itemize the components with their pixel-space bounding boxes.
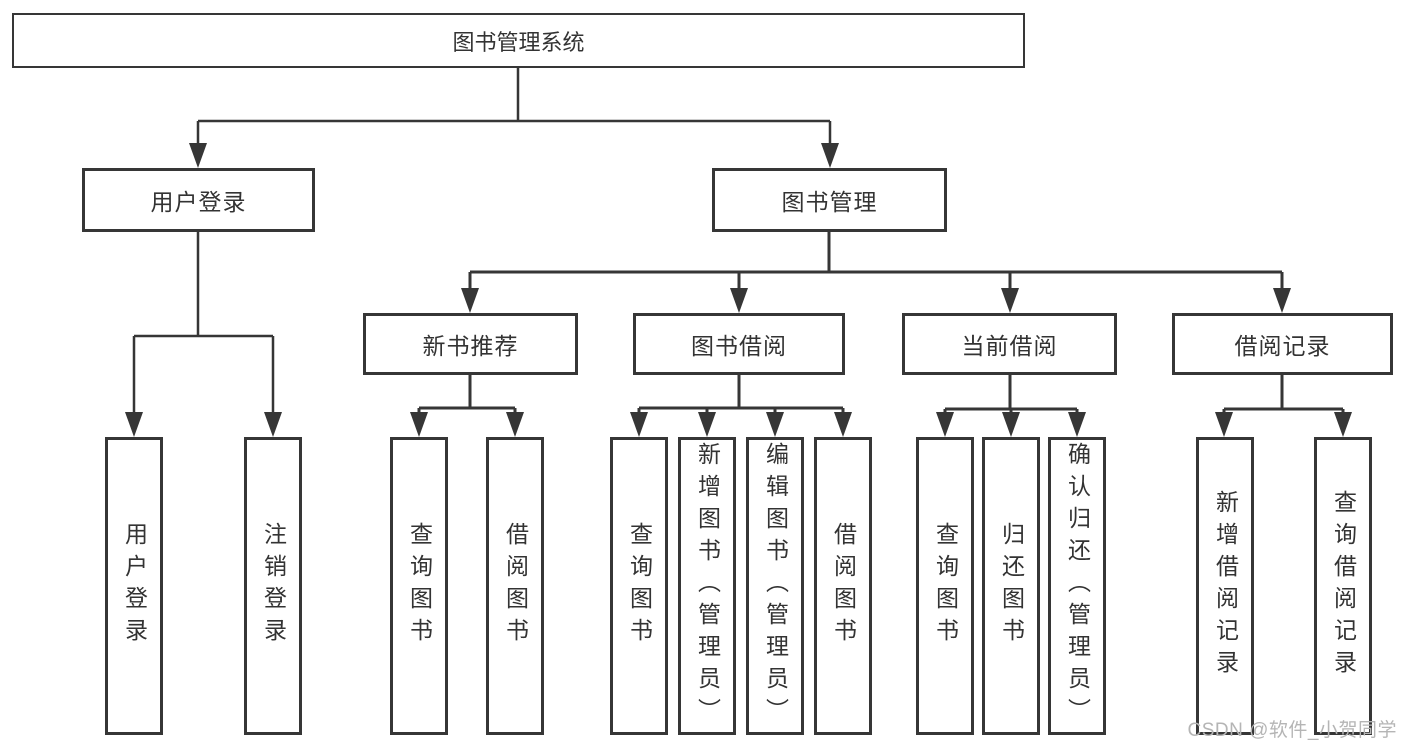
node-label: 图书管理系统 — [452, 29, 585, 55]
arrowhead — [630, 412, 648, 437]
node-book-management: 图书管理 — [712, 168, 947, 232]
leaf-recommend-borrow-books: 借阅图书 — [486, 437, 544, 735]
arrowhead — [1215, 412, 1233, 437]
arrowhead — [1273, 288, 1291, 313]
node-new-book-recommend: 新书推荐 — [363, 313, 578, 375]
arrowhead — [698, 412, 716, 437]
node-borrow-record: 借阅记录 — [1172, 313, 1393, 375]
arrowhead — [1068, 412, 1086, 437]
leaf-current-return-books: 归还图书 — [982, 437, 1040, 735]
leaf-record-add-borrow-record: 新增借阅记录 — [1196, 437, 1254, 735]
arrowhead — [1001, 288, 1019, 313]
leaf-borrow-add-books-admin: 新增图书（管理员） — [678, 437, 736, 735]
leaf-borrow-query-books: 查询图书 — [610, 437, 668, 735]
leaf-label: 注销登录 — [260, 522, 287, 650]
arrowhead — [730, 288, 748, 313]
connector-current-borrow-to-leaves — [936, 375, 1086, 437]
leaf-label: 编辑图书（管理员） — [762, 442, 789, 730]
leaf-borrow-borrow-books: 借阅图书 — [814, 437, 872, 735]
node-label: 图书借阅 — [691, 333, 787, 359]
arrowhead — [189, 143, 207, 168]
leaf-label: 确认归还（管理员） — [1064, 442, 1091, 730]
node-current-borrow: 当前借阅 — [902, 313, 1117, 375]
arrowhead — [461, 288, 479, 313]
leaf-logout: 注销登录 — [244, 437, 302, 735]
csdn-watermark: CSDN @软件_小贺同学 — [1187, 720, 1397, 741]
arrowhead — [936, 412, 954, 437]
connector-new-book-to-leaves — [410, 375, 524, 437]
leaf-borrow-edit-books-admin: 编辑图书（管理员） — [746, 437, 804, 735]
node-root-system: 图书管理系统 — [12, 13, 1025, 68]
node-label: 用户登录 — [150, 189, 247, 215]
leaf-label: 借阅图书 — [502, 522, 529, 650]
leaf-label: 归还图书 — [998, 522, 1025, 650]
connector-book-borrow-to-leaves — [630, 375, 852, 437]
arrowhead — [1002, 412, 1020, 437]
leaf-user-login: 用户登录 — [105, 437, 163, 735]
node-label: 图书管理 — [781, 189, 878, 215]
leaf-label: 新增借阅记录 — [1212, 490, 1239, 682]
arrowhead — [125, 412, 143, 437]
leaf-record-query-borrow-record: 查询借阅记录 — [1314, 437, 1372, 735]
connector-root-to-level1 — [189, 68, 839, 168]
connector-book-management-to-level2 — [461, 232, 1291, 313]
arrowhead — [766, 412, 784, 437]
arrowhead — [506, 412, 524, 437]
arrowhead — [264, 412, 282, 437]
connector-user-login-to-leaves — [125, 232, 282, 437]
leaf-current-query-books: 查询图书 — [916, 437, 974, 735]
connector-borrow-record-to-leaves — [1215, 375, 1352, 437]
leaf-label: 借阅图书 — [830, 522, 857, 650]
leaf-label: 查询图书 — [406, 522, 433, 650]
arrowhead — [834, 412, 852, 437]
arrowhead — [1334, 412, 1352, 437]
leaf-label: 查询图书 — [626, 522, 653, 650]
leaf-label: 查询借阅记录 — [1330, 490, 1357, 682]
leaf-recommend-query-books: 查询图书 — [390, 437, 448, 735]
arrowhead — [410, 412, 428, 437]
node-user-login: 用户登录 — [82, 168, 315, 232]
node-label: 当前借阅 — [961, 333, 1058, 359]
node-label: 新书推荐 — [422, 333, 519, 359]
leaf-label: 新增图书（管理员） — [694, 442, 721, 730]
leaf-current-confirm-return-admin: 确认归还（管理员） — [1048, 437, 1106, 735]
arrowhead — [821, 143, 839, 168]
node-book-borrow: 图书借阅 — [633, 313, 845, 375]
leaf-label: 查询图书 — [932, 522, 959, 650]
leaf-label: 用户登录 — [121, 522, 148, 650]
node-label: 借阅记录 — [1234, 333, 1331, 359]
